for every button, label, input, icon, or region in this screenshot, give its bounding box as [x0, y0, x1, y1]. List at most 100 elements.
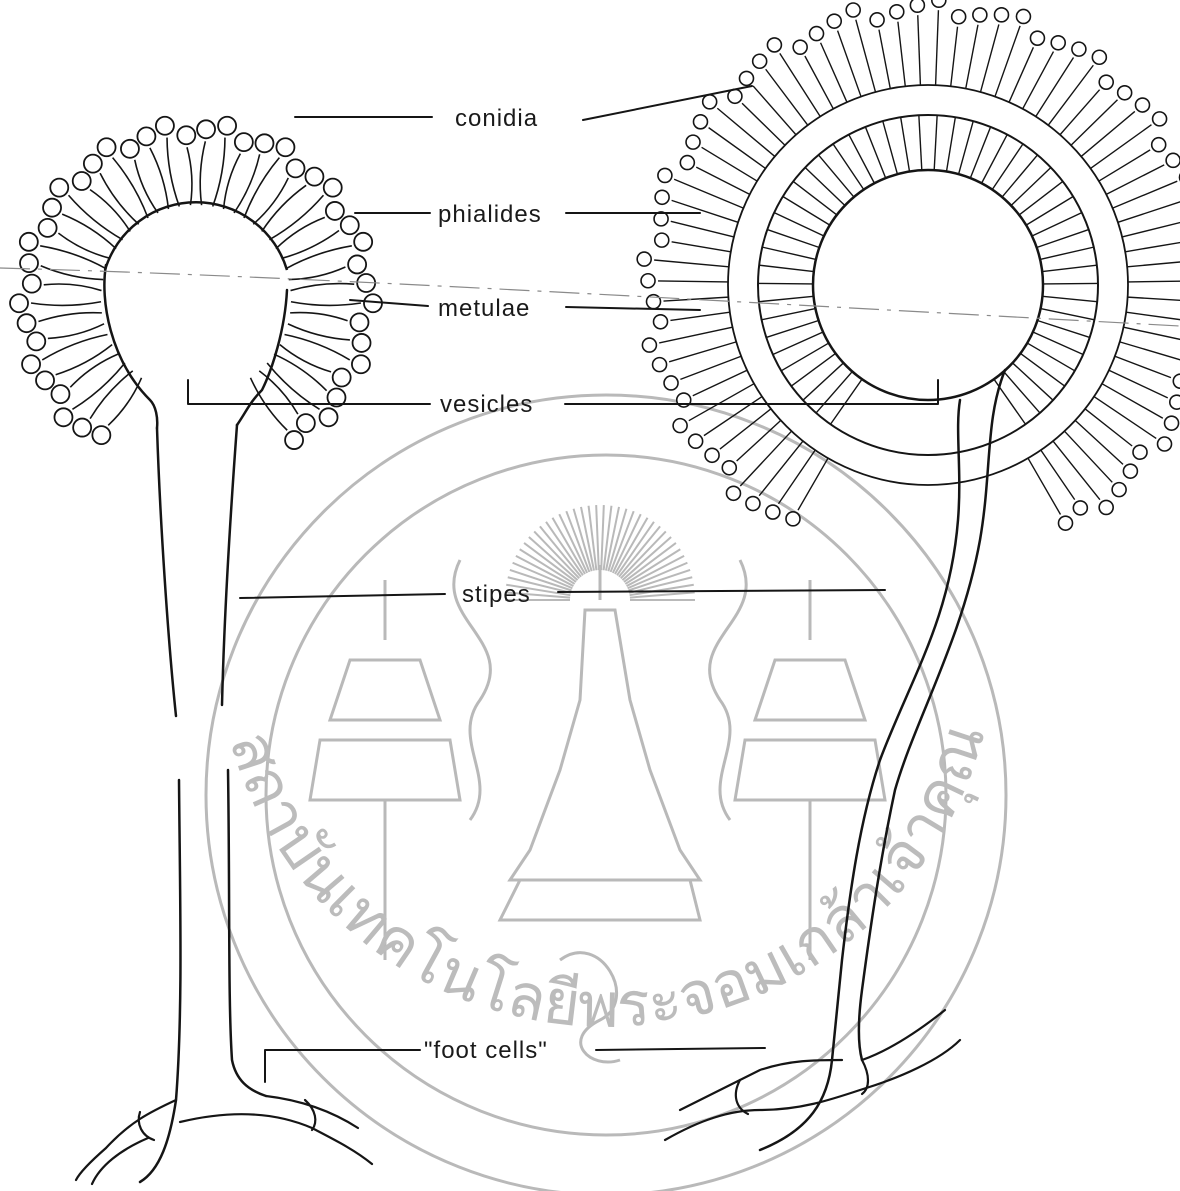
phialide: [669, 342, 736, 362]
conidium: [1092, 50, 1106, 64]
phialide: [259, 371, 298, 414]
conidium: [664, 376, 678, 390]
conidium: [324, 179, 342, 197]
phialide: [742, 103, 785, 145]
vesicles-bracket-left: [188, 380, 430, 404]
conidium: [1072, 42, 1086, 56]
conidium: [952, 10, 966, 24]
conidium: [1158, 437, 1172, 451]
foot-cells-leader-right: [596, 1048, 765, 1050]
phialide: [286, 246, 352, 269]
metula: [1041, 309, 1095, 320]
stipes-leader-right: [558, 590, 885, 592]
metula: [901, 117, 910, 171]
metulae-leader-right: [566, 307, 700, 310]
conidium: [218, 117, 236, 135]
stipes-leader-left: [240, 594, 445, 598]
conidium: [1152, 138, 1166, 152]
scan-artifact-line: [0, 268, 1180, 326]
phialide: [291, 284, 355, 291]
conidium: [680, 156, 694, 170]
phialide: [44, 284, 102, 291]
metula: [1040, 247, 1094, 259]
conidium: [27, 332, 45, 350]
conidium: [767, 38, 781, 52]
left-conidiophore: [10, 117, 382, 1184]
conidium: [1073, 501, 1087, 515]
conidium: [1123, 464, 1137, 478]
phialide: [680, 356, 741, 379]
conidium: [786, 512, 800, 526]
phialide: [672, 200, 738, 222]
left-hypha-left-upper: [76, 1100, 176, 1180]
phialide: [1048, 65, 1093, 125]
conidium: [705, 448, 719, 462]
phialide: [672, 242, 731, 252]
conidium: [654, 315, 668, 329]
left-stipe-left-wall: [157, 428, 176, 716]
conidium: [703, 95, 717, 109]
phialide: [671, 221, 734, 237]
metula: [816, 372, 852, 413]
phialide: [753, 86, 796, 135]
conidium: [686, 135, 700, 149]
conidium: [932, 0, 946, 7]
phialide: [1113, 181, 1178, 208]
phialide: [654, 260, 729, 267]
phialide: [1071, 100, 1117, 145]
conidium: [84, 155, 102, 173]
phialide: [798, 458, 828, 510]
conidium: [655, 190, 669, 204]
phialide: [1085, 409, 1132, 446]
conidium: [43, 199, 61, 217]
conidium: [350, 313, 368, 331]
phialide: [1036, 58, 1074, 117]
phialide: [704, 397, 762, 436]
metula: [762, 309, 816, 320]
right-vesicle: [813, 170, 1043, 400]
phialide: [759, 441, 803, 496]
phialide: [780, 53, 820, 116]
conidium: [276, 138, 294, 156]
phialide: [224, 154, 241, 210]
phialide: [898, 22, 905, 87]
phialide: [70, 354, 118, 387]
foot-cells-bracket-left: [265, 1050, 420, 1082]
conidium: [973, 8, 987, 22]
conidium: [827, 14, 841, 28]
conidium: [23, 275, 41, 293]
phialide: [936, 10, 939, 85]
phialide: [72, 363, 124, 409]
phialide: [1127, 260, 1180, 266]
phialide: [1120, 342, 1180, 363]
left-conidial-head: [10, 117, 382, 449]
metula: [767, 230, 819, 248]
conidium: [766, 505, 780, 519]
conidium: [722, 461, 736, 475]
conidium: [341, 216, 359, 234]
conidium: [36, 371, 54, 389]
phialide: [980, 24, 998, 92]
conidium: [20, 233, 38, 251]
phialide: [717, 108, 774, 156]
conidium: [54, 408, 72, 426]
phialide: [1028, 458, 1061, 514]
conidium: [641, 274, 655, 288]
phialide: [113, 158, 148, 218]
metula: [793, 181, 837, 215]
conidium: [793, 40, 807, 54]
phialide: [856, 20, 876, 92]
conidium: [92, 426, 110, 444]
phialide: [658, 281, 728, 282]
metula: [1042, 296, 1097, 301]
conidium: [642, 338, 656, 352]
conidium: [1170, 395, 1180, 409]
conidium: [810, 27, 824, 41]
left-vesicle-outline-left: [104, 265, 157, 428]
seal-ray: [601, 505, 604, 570]
seal-outer-ring: [206, 395, 1006, 1191]
label-foot-cells: "foot cells": [424, 1037, 548, 1064]
metula: [818, 155, 853, 197]
metula: [1026, 196, 1073, 225]
right-hypha-lower: [665, 1040, 960, 1140]
